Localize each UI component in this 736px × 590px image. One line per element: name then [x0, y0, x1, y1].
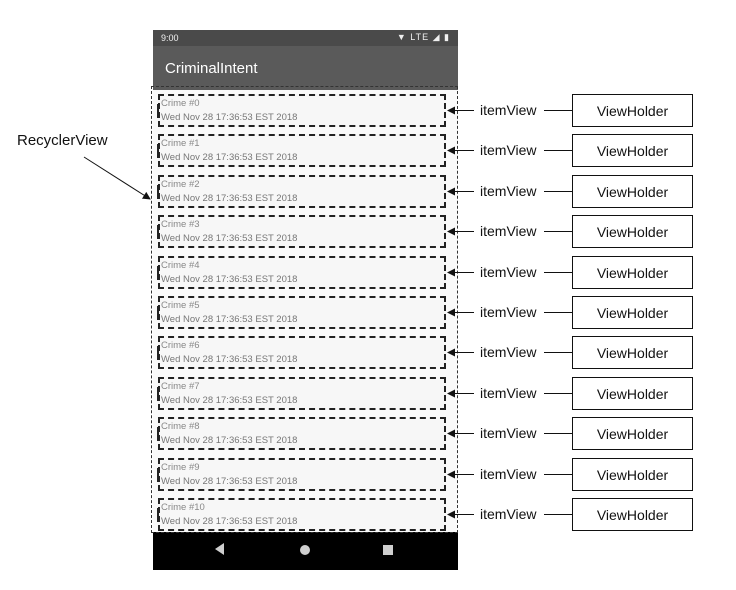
view-holder-label: ViewHolder [596, 507, 669, 523]
crime-title: Crime #0 [161, 98, 200, 109]
recycler-view-label: RecyclerView [17, 132, 108, 149]
view-holder-box: ViewHolder [572, 134, 693, 167]
crime-date: Wed Nov 28 17:36:53 EST 2018 [161, 152, 298, 163]
crime-title: Crime #5 [161, 300, 200, 311]
item-bracket [157, 185, 159, 199]
crime-item-view[interactable]: Crime #6 Wed Nov 28 17:36:53 EST 2018 [157, 336, 446, 369]
status-time: 9:00 [161, 33, 179, 43]
item-bracket [157, 508, 159, 522]
crime-date: Wed Nov 28 17:36:53 EST 2018 [161, 476, 298, 487]
item-view-label: itemView [480, 182, 537, 199]
view-holder-label: ViewHolder [596, 426, 669, 442]
view-holder-label: ViewHolder [596, 184, 669, 200]
view-holder-label: ViewHolder [596, 143, 669, 159]
item-bracket [157, 266, 159, 280]
view-holder-box: ViewHolder [572, 377, 693, 410]
status-bar: 9:00 ▼ LTE ◢ ▮ [153, 30, 458, 46]
view-holder-box: ViewHolder [572, 94, 693, 127]
view-holder-box: ViewHolder [572, 296, 693, 329]
item-view-label: itemView [480, 384, 537, 401]
crime-item-view[interactable]: Crime #5 Wed Nov 28 17:36:53 EST 2018 [157, 296, 446, 329]
crime-title: Crime #1 [161, 138, 200, 149]
crime-date: Wed Nov 28 17:36:53 EST 2018 [161, 395, 298, 406]
item-view-label: itemView [480, 505, 537, 522]
app-bar: CriminalIntent [153, 46, 458, 90]
crime-title: Crime #3 [161, 219, 200, 230]
view-holder-label: ViewHolder [596, 265, 669, 281]
status-icons: ▼ LTE ◢ ▮ [396, 32, 450, 42]
crime-item-view[interactable]: Crime #9 Wed Nov 28 17:36:53 EST 2018 [157, 458, 446, 491]
view-holder-label: ViewHolder [596, 386, 669, 402]
item-view-label: itemView [480, 101, 537, 118]
home-icon[interactable] [300, 545, 310, 555]
crime-title: Crime #6 [161, 340, 200, 351]
item-bracket [157, 104, 159, 118]
app-title: CriminalIntent [165, 60, 258, 77]
recycler-view-pointer [83, 156, 151, 200]
view-holder-box: ViewHolder [572, 215, 693, 248]
item-bracket [157, 468, 159, 482]
crime-title: Crime #10 [161, 502, 205, 513]
crime-title: Crime #9 [161, 462, 200, 473]
crime-item-view[interactable]: Crime #1 Wed Nov 28 17:36:53 EST 2018 [157, 134, 446, 167]
crime-date: Wed Nov 28 17:36:53 EST 2018 [161, 314, 298, 325]
item-view-label: itemView [480, 222, 537, 239]
view-holder-box: ViewHolder [572, 256, 693, 289]
item-view-label: itemView [480, 343, 537, 360]
item-view-label: itemView [480, 424, 537, 441]
back-icon[interactable] [215, 543, 224, 555]
view-holder-box: ViewHolder [572, 498, 693, 531]
recent-apps-icon[interactable] [383, 545, 393, 555]
item-view-label: itemView [480, 465, 537, 482]
view-holder-box: ViewHolder [572, 175, 693, 208]
view-holder-label: ViewHolder [596, 224, 669, 240]
view-holder-box: ViewHolder [572, 417, 693, 450]
item-bracket [157, 225, 159, 239]
crime-item-view[interactable]: Crime #0 Wed Nov 28 17:36:53 EST 2018 [157, 94, 446, 127]
crime-date: Wed Nov 28 17:36:53 EST 2018 [161, 112, 298, 123]
item-bracket [157, 387, 159, 401]
view-holder-label: ViewHolder [596, 467, 669, 483]
crime-title: Crime #4 [161, 260, 200, 271]
crime-item-view[interactable]: Crime #4 Wed Nov 28 17:36:53 EST 2018 [157, 256, 446, 289]
view-holder-label: ViewHolder [596, 305, 669, 321]
crime-date: Wed Nov 28 17:36:53 EST 2018 [161, 354, 298, 365]
crime-date: Wed Nov 28 17:36:53 EST 2018 [161, 233, 298, 244]
item-bracket [157, 306, 159, 320]
view-holder-box: ViewHolder [572, 458, 693, 491]
view-holder-label: ViewHolder [596, 345, 669, 361]
crime-title: Crime #7 [161, 381, 200, 392]
item-view-label: itemView [480, 141, 537, 158]
crime-date: Wed Nov 28 17:36:53 EST 2018 [161, 274, 298, 285]
crime-item-view[interactable]: Crime #2 Wed Nov 28 17:36:53 EST 2018 [157, 175, 446, 208]
recycler-view-outline [151, 86, 458, 533]
crime-item-view[interactable]: Crime #8 Wed Nov 28 17:36:53 EST 2018 [157, 417, 446, 450]
navigation-bar [153, 532, 458, 570]
view-holder-label: ViewHolder [596, 103, 669, 119]
item-bracket [157, 144, 159, 158]
crime-date: Wed Nov 28 17:36:53 EST 2018 [161, 516, 298, 527]
crime-date: Wed Nov 28 17:36:53 EST 2018 [161, 435, 298, 446]
crime-item-view[interactable]: Crime #3 Wed Nov 28 17:36:53 EST 2018 [157, 215, 446, 248]
crime-item-view[interactable]: Crime #7 Wed Nov 28 17:36:53 EST 2018 [157, 377, 446, 410]
item-view-label: itemView [480, 303, 537, 320]
crime-title: Crime #2 [161, 179, 200, 190]
item-bracket [157, 346, 159, 360]
crime-date: Wed Nov 28 17:36:53 EST 2018 [161, 193, 298, 204]
view-holder-box: ViewHolder [572, 336, 693, 369]
item-view-label: itemView [480, 263, 537, 280]
crime-title: Crime #8 [161, 421, 200, 432]
item-bracket [157, 427, 159, 441]
